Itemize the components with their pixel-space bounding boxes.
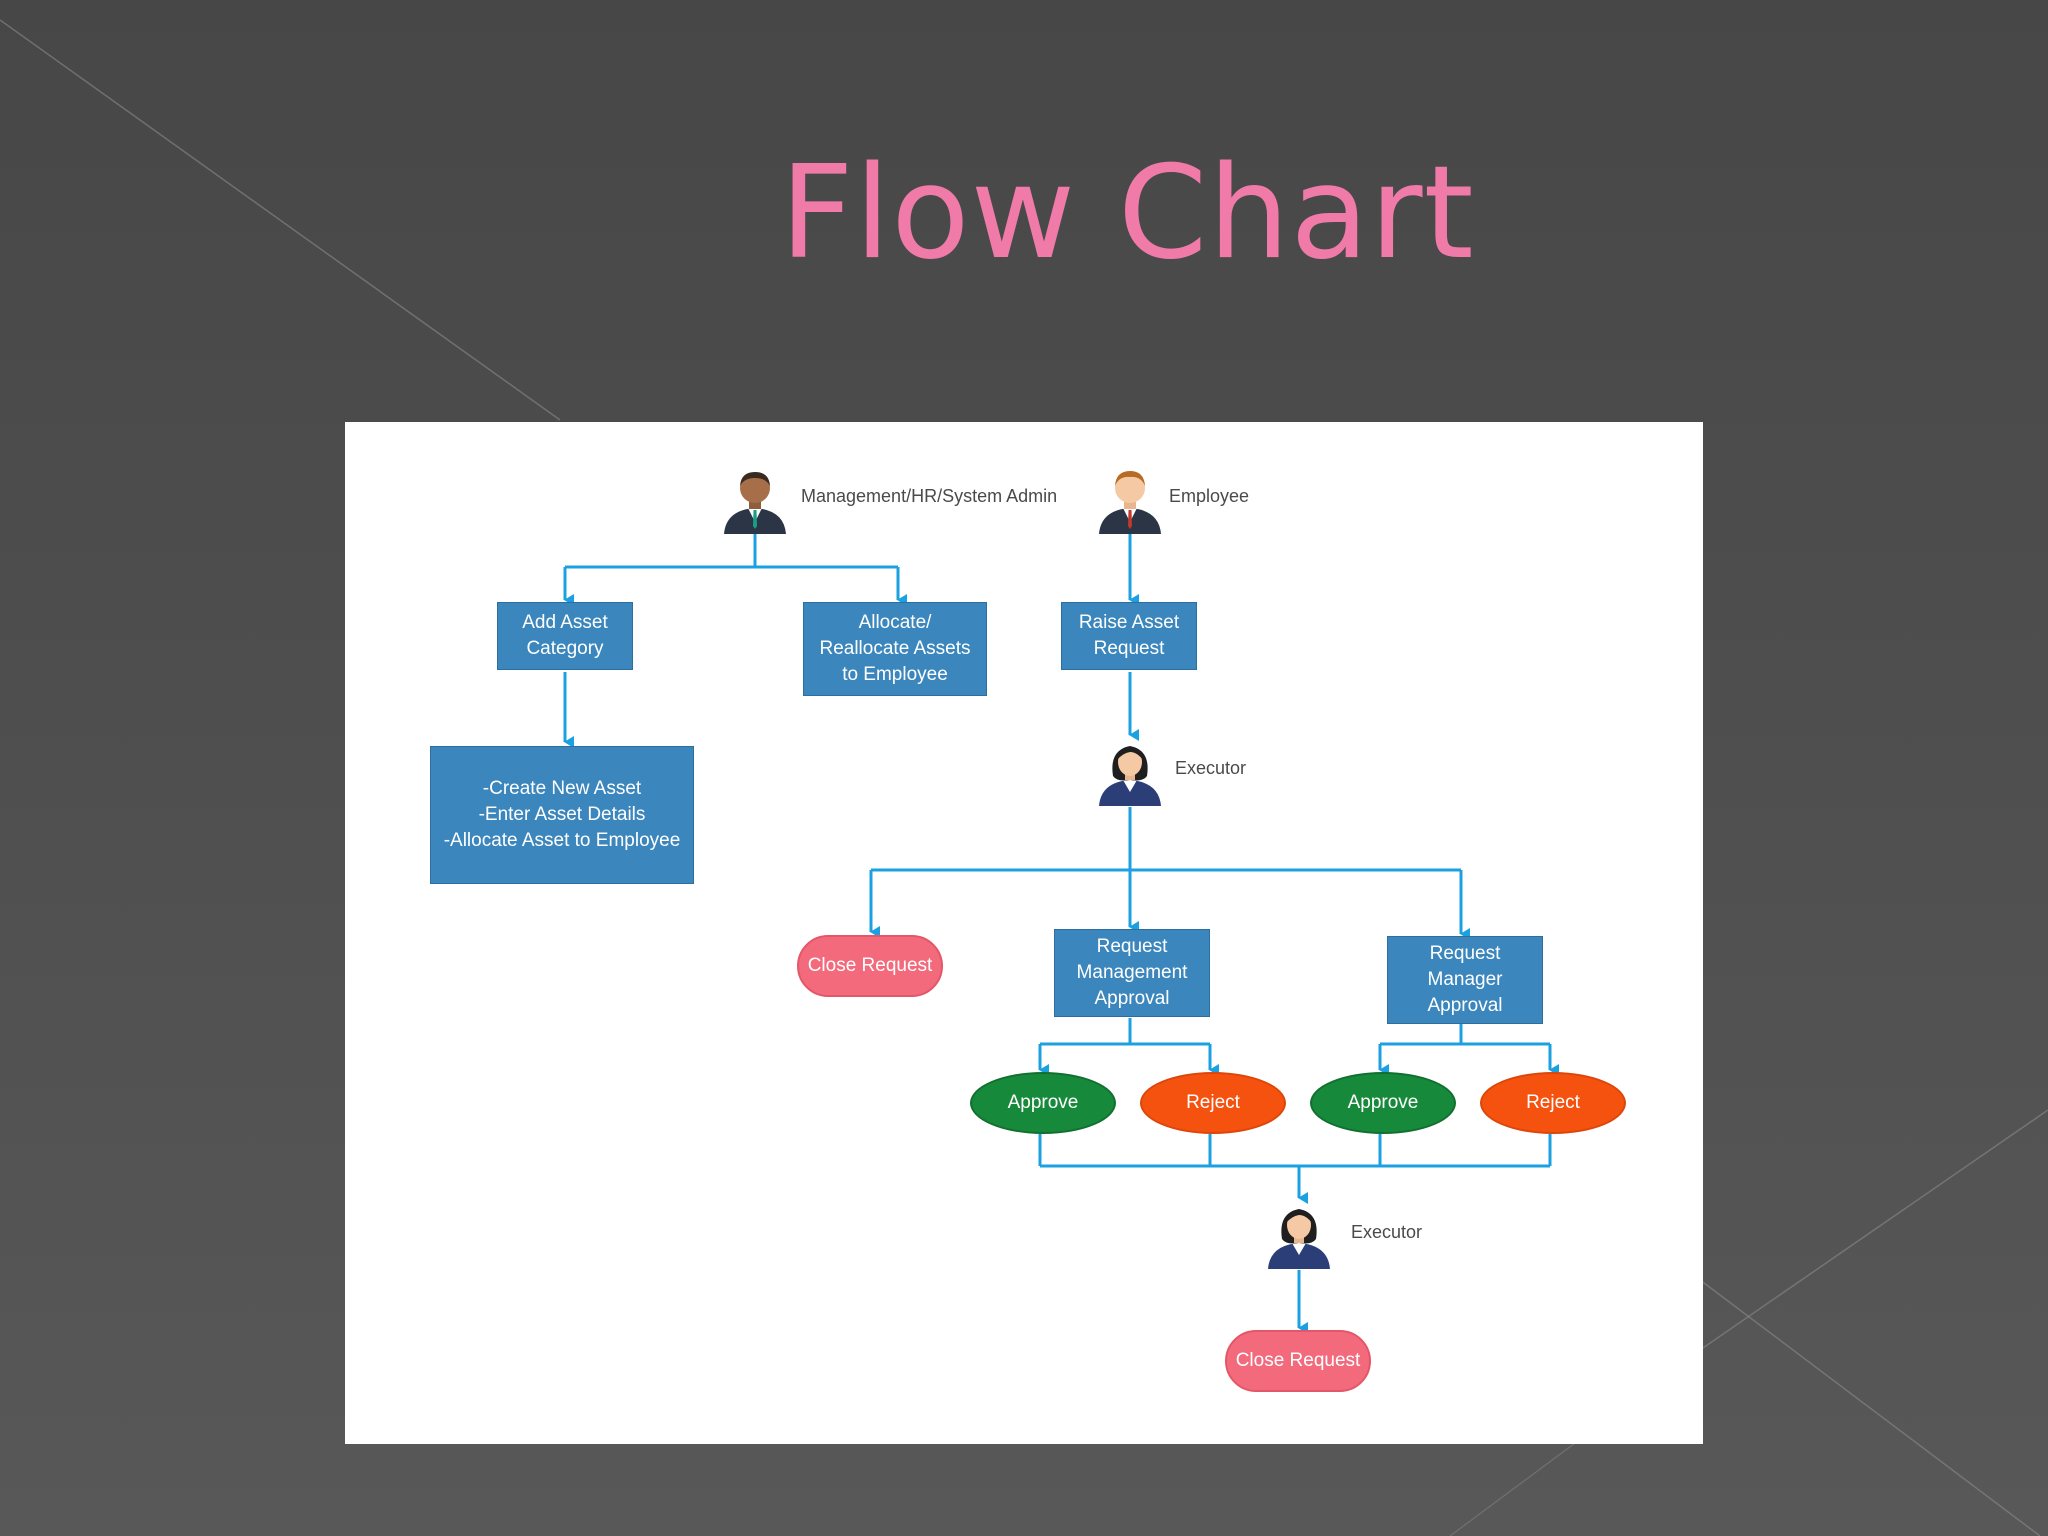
allocate-reallocate-box[interactable]: Allocate/ Reallocate Assets to Employee (803, 602, 987, 696)
request-manager-approval-box[interactable]: Request Manager Approval (1387, 936, 1543, 1024)
management-label: Management/HR/System Admin (801, 486, 1058, 506)
executor-top-label: Executor (1175, 758, 1247, 778)
executor-bottom-person-icon (1268, 1209, 1330, 1269)
flowchart-canvas: Management/HR/System Admin Employee Exec… (345, 422, 1703, 1444)
employee-person-icon (1099, 471, 1161, 534)
reject-management-node[interactable]: Reject (1140, 1072, 1286, 1134)
approve-management-node[interactable]: Approve (970, 1072, 1116, 1134)
management-person-icon (724, 472, 786, 534)
raise-asset-request-box[interactable]: Raise Asset Request (1061, 602, 1197, 670)
close-request-bottom-terminal[interactable]: Close Request (1225, 1330, 1371, 1392)
create-new-asset-box[interactable]: -Create New Asset -Enter Asset Details -… (430, 746, 694, 884)
employee-label: Employee (1169, 486, 1250, 506)
connector-lines (563, 534, 1559, 1334)
approve-manager-node[interactable]: Approve (1310, 1072, 1456, 1134)
add-asset-category-box[interactable]: Add Asset Category (497, 602, 633, 670)
reject-manager-node[interactable]: Reject (1480, 1072, 1626, 1134)
executor-person-icon (1099, 746, 1161, 806)
slide-title: Flow Chart (780, 139, 1475, 288)
executor-bottom-label: Executor (1351, 1222, 1423, 1242)
request-management-approval-box[interactable]: Request Management Approval (1054, 929, 1210, 1017)
close-request-top-terminal[interactable]: Close Request (797, 935, 943, 997)
